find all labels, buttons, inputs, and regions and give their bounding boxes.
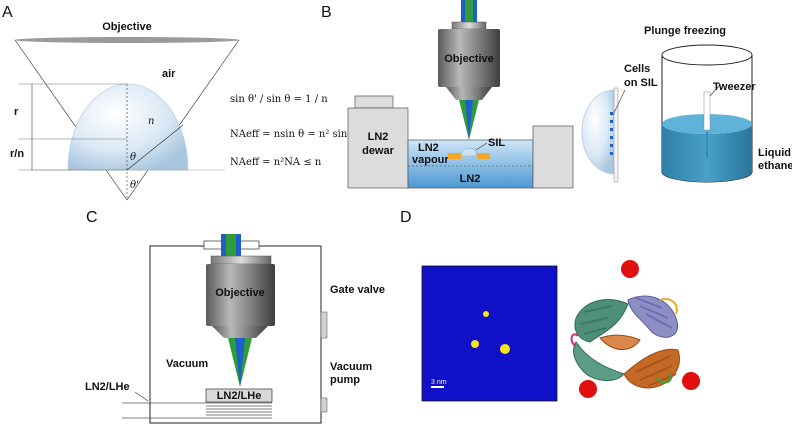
panel-b-dewar-line1: LN2 <box>368 131 389 143</box>
panel-d-scale-bar <box>431 386 444 388</box>
panel-c-stage-label: LN2/LHe <box>217 390 262 402</box>
panel-c-laser-green-in <box>226 234 236 256</box>
panel-c-blue-cone <box>235 338 245 387</box>
panel-b-cells <box>610 112 613 155</box>
panel-b-laser-green-in <box>465 0 473 22</box>
panel-b-sil-pointer <box>475 142 488 151</box>
panel-b-vapour-line2: vapour <box>412 154 449 166</box>
panel-a-theta-prime: θ' <box>130 180 139 191</box>
panel-c-vacuum: Vacuum <box>166 358 208 370</box>
panel-a-objective-label: Objective <box>102 21 152 33</box>
panel-b-coverslip <box>613 87 619 183</box>
panel-b-liquid-line1: Liquid <box>758 147 791 159</box>
panel-b-cells-line1: Cells <box>624 63 650 75</box>
panel-d-label: D <box>400 209 412 226</box>
panel-b-objective-body <box>438 29 500 87</box>
panel-c-gate-valve-label: Gate valve <box>330 284 385 296</box>
panel-a-objective-lens <box>15 37 239 43</box>
panel-b-sil-label: SIL <box>488 137 505 149</box>
panel-a-n: n <box>148 116 154 127</box>
panel-b-dewar-line2: dewar <box>362 145 395 157</box>
panel-d-sphere-right <box>682 372 700 390</box>
panel-d-scale-label: 3 nm <box>431 379 447 386</box>
panel-d-spot-right <box>500 344 510 354</box>
panel-c-objective-body <box>206 264 275 326</box>
panel-c-ln2-lhe-side: LN2/LHe <box>85 381 130 393</box>
panel-b-label: B <box>321 4 332 21</box>
panel-b-objective-label: Objective <box>444 53 494 65</box>
panel-b-objective-nose <box>446 87 492 100</box>
panel-a-ray-left <box>14 39 128 201</box>
panel-a-eq2: NAeff = nsin θ = n² sin θ' <box>230 129 359 140</box>
panel-c-gate-valve <box>320 311 328 339</box>
panel-a-radius-line <box>126 124 184 171</box>
panel-b-tweezer <box>703 91 711 131</box>
panel-c-vacuum-pump <box>320 397 328 413</box>
panel-c-vacuum-pump-line1: Vacuum <box>330 361 372 373</box>
panel-a-sil-hemisphere <box>67 83 189 171</box>
panel-a-r-over-n: r/n <box>10 148 24 160</box>
panel-d-spot-top <box>483 311 489 317</box>
panel-a-eq1: sin θ' / sin θ = 1 / n <box>230 94 328 105</box>
panel-b-plunge-sil <box>581 89 615 175</box>
panel-c-objective-cap <box>210 255 272 265</box>
panel-a-ray-right <box>126 39 240 201</box>
panel-b-tweezer-label: Tweezer <box>713 81 756 93</box>
panel-c-objective-nose <box>212 326 268 338</box>
panel-c-cold-finger <box>122 402 272 419</box>
panel-b-right-block <box>532 125 574 189</box>
panel-b-tweezer-pointer <box>709 84 721 97</box>
panel-b-ln2-label: LN2 <box>460 173 481 185</box>
panel-b-vapour-line1: LN2 <box>418 142 439 154</box>
panel-b-objective-cap <box>451 21 487 30</box>
panel-d-spot-left <box>471 340 479 348</box>
panel-a-theta: θ <box>130 152 136 163</box>
panel-a-r: r <box>14 106 19 118</box>
panel-b-holder-right <box>477 153 490 159</box>
panel-b-cells-line2: on SIL <box>624 77 658 89</box>
panel-b-plunge-title: Plunge freezing <box>644 25 726 37</box>
panel-b-blue-cone <box>465 100 473 140</box>
panel-c-vacuum-pump-line2: pump <box>330 374 360 386</box>
panel-b-sil <box>460 147 478 157</box>
panel-a-label: A <box>2 4 13 21</box>
panel-a-air: air <box>162 68 176 80</box>
panel-d-protein-structure <box>570 295 680 389</box>
panel-b-container-rim <box>661 44 753 66</box>
panel-a-eq3: NAeff = n²NA ≤ n <box>230 157 322 168</box>
panel-c-stage <box>205 388 273 403</box>
panel-d-sphere-top <box>621 260 639 278</box>
panel-b-liquid-line2: ethane <box>758 160 792 172</box>
panel-c-objective-label: Objective <box>215 287 265 299</box>
panel-b-dewar-cap <box>354 95 394 109</box>
panel-c-ln2-pointer <box>134 391 149 402</box>
panel-b-cells-pointer <box>612 89 626 116</box>
panel-d-image <box>421 265 558 402</box>
panel-b-holder-left <box>448 153 461 159</box>
panel-d-sphere-left <box>579 380 597 398</box>
panel-c-label: C <box>86 209 98 226</box>
